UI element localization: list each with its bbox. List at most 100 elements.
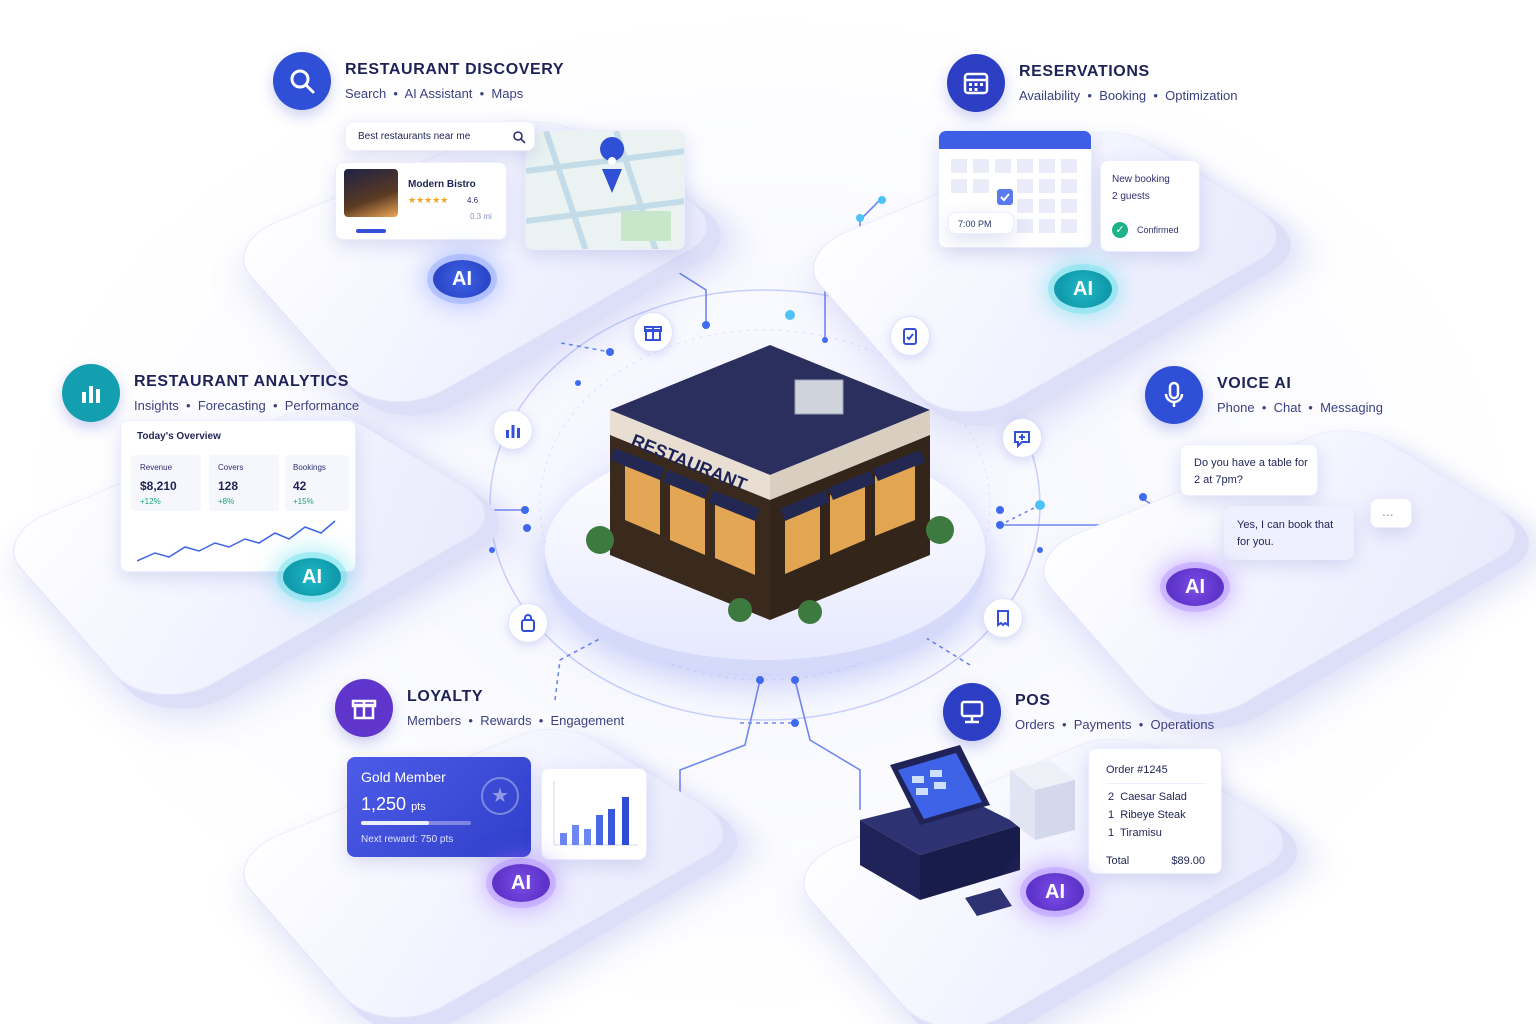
- star-badge-icon: ★: [481, 777, 519, 815]
- kpi-covers: Covers 128 +8%: [209, 455, 279, 511]
- order-total-label: Total: [1106, 855, 1130, 867]
- voice-title: VOICE AI: [1217, 375, 1292, 392]
- next-reward: Next reward: 750 pts: [361, 834, 454, 845]
- order-card[interactable]: Order #1245 2 Caesar Salad 1 Ribeye Stea…: [1088, 748, 1222, 874]
- voice-ai-badge[interactable]: AI: [1166, 568, 1224, 606]
- result-name: Modern Bistro: [408, 179, 476, 190]
- kpi-revenue: Revenue $8,210 +12%: [131, 455, 201, 511]
- loyalty-ai-badge[interactable]: AI: [492, 864, 550, 902]
- orbit-node-message-plus[interactable]: [1002, 418, 1042, 458]
- reservations-title: RESERVATIONS: [1019, 63, 1150, 80]
- receipt-icon: [997, 610, 1009, 627]
- pos-header: POS Orders • Payments • Operations: [943, 683, 1214, 741]
- bar-chart-icon: [82, 386, 100, 403]
- loyalty-title: LOYALTY: [407, 688, 484, 705]
- discovery-icon-badge: [273, 52, 331, 110]
- search-icon: [290, 69, 315, 94]
- order-divider: [1106, 783, 1206, 784]
- orbit-node-bar-chart[interactable]: [493, 410, 533, 450]
- ai-reply-bubble: Yes, I can book that for you.: [1224, 506, 1354, 560]
- member-tier: Gold Member: [361, 769, 446, 785]
- booking-card[interactable]: New booking 2 guests ✓ Confirmed: [1100, 160, 1200, 252]
- orbit-ring-inner: [539, 329, 991, 681]
- time-slot-chip[interactable]: 7:00 PM: [948, 212, 1014, 234]
- reward-progress-track: [361, 821, 471, 825]
- pos-title: POS: [1015, 692, 1051, 709]
- search-icon[interactable]: [512, 130, 526, 144]
- engagement-bars: [553, 781, 638, 846]
- voice-icon-badge: [1145, 366, 1203, 424]
- calendar-icon: [963, 72, 989, 95]
- customer-message: Do you have a table for 2 at 7pm?: [1194, 457, 1308, 486]
- order-title: Order #1245: [1106, 764, 1168, 776]
- order-line-1: 2 Caesar Salad: [1108, 791, 1187, 803]
- pos-ai-badge[interactable]: AI: [1026, 873, 1084, 911]
- order-total-value: $89.00: [1171, 855, 1205, 867]
- pos-subtitles: Orders • Payments • Operations: [1015, 717, 1215, 732]
- orbit-node-receipt[interactable]: [983, 598, 1023, 638]
- pos-terminal-icon: [960, 700, 984, 724]
- customer-message-bubble: Do you have a table for 2 at 7pm?: [1180, 444, 1318, 496]
- gift-icon: [644, 326, 662, 341]
- typing-dots: ...: [1382, 503, 1394, 519]
- loyalty-subtitles: Members • Rewards • Engagement: [407, 713, 625, 728]
- clipboard-icon: [903, 328, 917, 345]
- orbit-node-clipboard[interactable]: [890, 316, 930, 356]
- calendar-header-bar: [939, 131, 1091, 149]
- reservations-icon-badge: [947, 54, 1005, 112]
- analytics-icon-badge: [62, 364, 120, 422]
- overview-title: Today's Overview: [137, 431, 221, 442]
- map-view: [526, 131, 684, 249]
- reservations-header: RESERVATIONS Availability • Booking • Op…: [947, 54, 1237, 112]
- result-distance: 0.3 mi: [470, 212, 492, 221]
- typing-indicator: ...: [1370, 498, 1412, 528]
- calendar-grid: [951, 159, 1077, 233]
- discovery-search-bar[interactable]: Best restaurants near me: [345, 121, 535, 151]
- message-plus-icon: [1014, 431, 1030, 448]
- pos-terminal-device: [860, 745, 1075, 916]
- member-points-unit: pts: [411, 801, 426, 813]
- microphone-icon: [1164, 381, 1184, 407]
- member-points: 1,250: [361, 794, 407, 814]
- reward-progress-fill: [361, 821, 430, 825]
- analytics-header: RESTAURANT ANALYTICS Insights • Forecast…: [62, 364, 359, 422]
- discovery-header: RESTAURANT DISCOVERY Search • AI Assista…: [273, 52, 564, 110]
- restaurant-thumbnail: [344, 169, 398, 217]
- time-slot: 7:00 PM: [958, 219, 992, 229]
- member-points-row: 1,250 pts: [361, 794, 426, 815]
- search-input[interactable]: Best restaurants near me: [358, 131, 471, 142]
- gift-icon: [351, 699, 377, 720]
- restaurant-result-card[interactable]: Modern Bistro ★★★★★ 4.6 0.3 mi: [335, 162, 507, 240]
- restaurant-building: RESTAURANT: [586, 345, 954, 624]
- shopping-bag-icon: [521, 614, 535, 632]
- reservations-subtitles: Availability • Booking • Optimization: [1019, 88, 1238, 103]
- order-line-3: 1 Tiramisu: [1108, 827, 1162, 839]
- orbit-node-gift[interactable]: [633, 312, 673, 352]
- discovery-title: RESTAURANT DISCOVERY: [345, 61, 565, 78]
- booking-status: Confirmed: [1137, 225, 1179, 235]
- analytics-subtitles: Insights • Forecasting • Performance: [134, 398, 360, 413]
- trend-sparkline: [137, 520, 336, 562]
- voice-subtitles: Phone • Chat • Messaging: [1217, 400, 1383, 415]
- booking-guests: 2 guests: [1112, 191, 1150, 202]
- analytics-title: RESTAURANT ANALYTICS: [134, 373, 349, 390]
- voice-header: VOICE AI Phone • Chat • Messaging: [1145, 366, 1383, 424]
- overview-card[interactable]: Today's Overview Revenue $8,210 +12% Cov…: [120, 420, 356, 572]
- discovery-ai-badge[interactable]: AI: [433, 260, 491, 298]
- result-rating: 4.6: [467, 196, 479, 205]
- discovery-subtitles: Search • AI Assistant • Maps: [345, 86, 524, 101]
- member-card[interactable]: Gold Member 1,250 pts Next reward: 750 p…: [347, 757, 531, 857]
- star-rating-icon: ★★★★★: [408, 195, 449, 205]
- analytics-ai-badge[interactable]: AI: [283, 558, 341, 596]
- orbit-node-shopping-bag[interactable]: [508, 603, 548, 643]
- result-progress: [356, 229, 386, 233]
- engagement-chart-card[interactable]: [541, 768, 647, 860]
- order-line-2: 1 Ribeye Steak: [1108, 809, 1186, 821]
- booking-title: New booking: [1112, 174, 1170, 185]
- reservations-ai-badge[interactable]: AI: [1054, 270, 1112, 308]
- loyalty-header: LOYALTY Members • Rewards • Engagement: [335, 679, 624, 737]
- pos-icon-badge: [943, 683, 1001, 741]
- map-card[interactable]: [525, 130, 685, 250]
- kpi-bookings: Bookings 42 +15%: [285, 455, 349, 511]
